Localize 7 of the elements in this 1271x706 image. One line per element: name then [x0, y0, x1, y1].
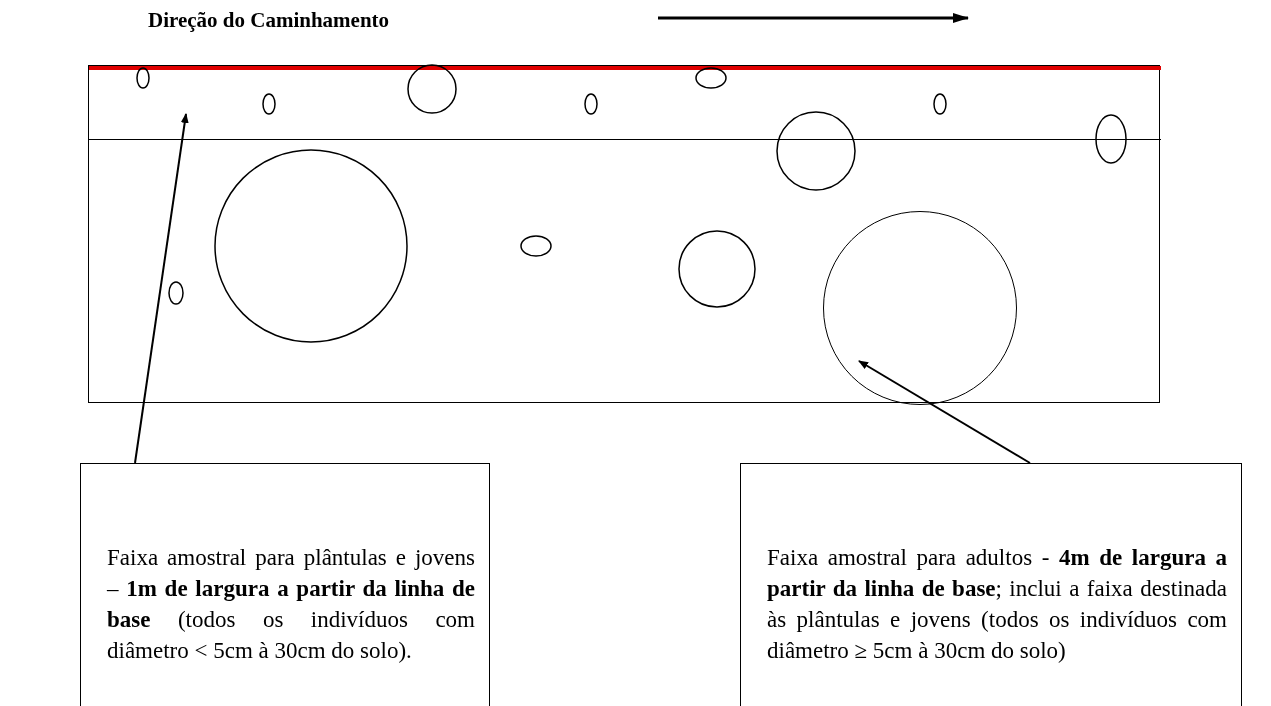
leader-arrow — [134, 113, 189, 464]
sampling-strip — [89, 66, 1161, 140]
text-box: Faixa amostral para plântulas e jovens – 1m de largura a partir da linha de base (todos os indivíduos com diâmetro < 5cm à 30cm do solo). — [80, 463, 490, 706]
plot-rectangle — [88, 65, 1160, 403]
direction-label: Direção do Caminhamento — [148, 8, 390, 33]
text-box: Faixa amostral para adultos - 4m de largura a partir da linha de base; inclui a faixa destinada às plântulas e jovens (todos os indivíduos com diâmetro ≥ 5cm à 30cm do solo) — [740, 463, 1242, 706]
leader-arrow — [858, 360, 1031, 464]
